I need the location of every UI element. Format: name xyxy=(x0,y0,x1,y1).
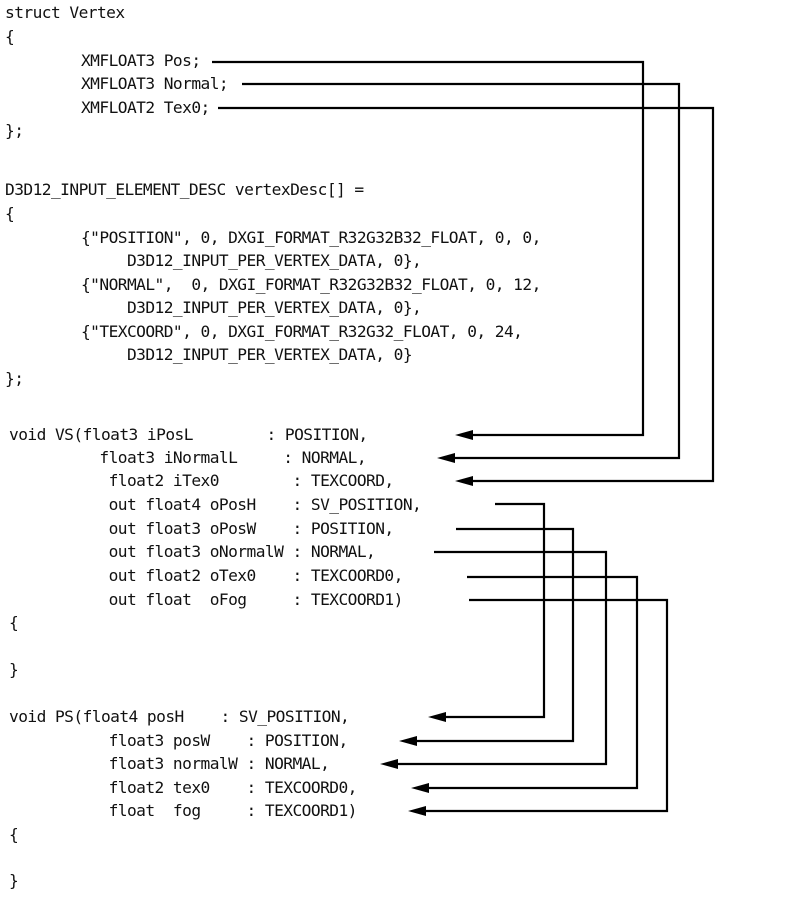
code-line: D3D12_INPUT_PER_VERTEX_DATA, 0}, xyxy=(35,251,422,270)
desc-entry-texcoord: {"TEXCOORD", 0, DXGI_FORMAT_R32G32_FLOAT… xyxy=(35,322,523,341)
connector-struct-to-vs-0-arrowhead xyxy=(455,430,473,440)
connector-struct-to-vs-1 xyxy=(242,82,681,460)
ps-param-tex0: float2 tex0 : TEXCOORD0, xyxy=(35,778,358,797)
vs-param-itex0: float2 iTex0 : TEXCOORD, xyxy=(35,471,395,490)
vs-param-oposw: out float3 oPosW : POSITION, xyxy=(35,519,395,538)
code-line: }; xyxy=(5,121,24,140)
desc-entry-normal: {"NORMAL", 0, DXGI_FORMAT_R32G32B32_FLOA… xyxy=(35,275,541,294)
connector-vs-to-ps-3-arrowhead xyxy=(411,783,429,793)
vs-param-inormall: float3 iNormalL : NORMAL, xyxy=(35,448,367,467)
struct-field-normal: XMFLOAT3 Normal; xyxy=(35,74,229,93)
code-line: { xyxy=(9,613,19,632)
code-line: { xyxy=(5,27,15,46)
connector-vs-to-ps-2 xyxy=(394,550,608,766)
ps-param-fog: float fog : TEXCOORD1) xyxy=(35,801,358,820)
connector-vs-to-ps-2-arrowhead xyxy=(380,759,398,769)
vs-param-iposl: void VS(float3 iPosL : POSITION, xyxy=(9,425,368,444)
connector-vs-to-ps-1-arrowhead xyxy=(399,736,417,746)
vs-param-otex0: out float2 oTex0 : TEXCOORD0, xyxy=(35,566,404,585)
connector-struct-to-vs-1-arrowhead xyxy=(437,453,455,463)
connector-vs-to-ps-4 xyxy=(422,598,669,813)
connector-struct-to-vs-0 xyxy=(212,60,645,437)
connector-vs-to-ps-4-arrowhead xyxy=(408,806,426,816)
connector-struct-to-vs-2-arrowhead xyxy=(455,476,473,486)
connector-vs-to-ps-0 xyxy=(442,502,546,719)
desc-entry-position: {"POSITION", 0, DXGI_FORMAT_R32G32B32_FL… xyxy=(35,228,541,247)
vs-param-oposh: out float4 oPosH : SV_POSITION, xyxy=(35,495,422,514)
connector-struct-to-vs-2 xyxy=(218,106,715,483)
code-line: struct Vertex xyxy=(5,3,125,22)
code-line: } xyxy=(9,660,19,679)
ps-param-posh: void PS(float4 posH : SV_POSITION, xyxy=(9,707,350,726)
connector-vs-to-ps-1 xyxy=(413,527,575,743)
code-line: { xyxy=(5,204,15,223)
code-line: } xyxy=(9,871,19,890)
struct-field-pos: XMFLOAT3 Pos; xyxy=(35,51,201,70)
vs-param-ofog: out float oFog : TEXCOORD1) xyxy=(35,590,404,609)
code-line: { xyxy=(9,825,19,844)
code-line: }; xyxy=(5,369,24,388)
ps-param-normalw: float3 normalW : NORMAL, xyxy=(35,754,330,773)
code-line: D3D12_INPUT_ELEMENT_DESC vertexDesc[] = xyxy=(5,180,364,199)
ps-param-posw: float3 posW : POSITION, xyxy=(35,731,349,750)
vs-param-onormalw: out float3 oNormalW : NORMAL, xyxy=(35,542,376,561)
connector-vs-to-ps-3 xyxy=(425,575,639,790)
code-line: D3D12_INPUT_PER_VERTEX_DATA, 0}, xyxy=(35,298,422,317)
connector-vs-to-ps-0-arrowhead xyxy=(428,712,446,722)
code-line: D3D12_INPUT_PER_VERTEX_DATA, 0} xyxy=(35,345,413,364)
struct-field-tex0: XMFLOAT2 Tex0; xyxy=(35,98,210,117)
